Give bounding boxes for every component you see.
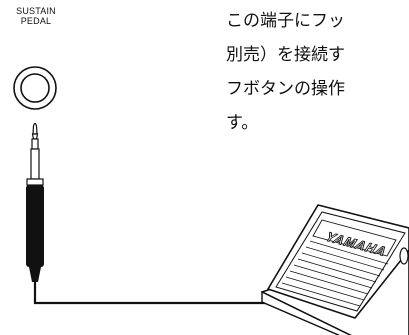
description-line-2: 別売）を接続す bbox=[226, 45, 345, 65]
description-text: この端子にフッ 別売）を接続す フボタンの操作 す。 bbox=[226, 4, 409, 140]
foot-pedal-icon: YAMAHA bbox=[261, 204, 409, 335]
sustain-jack-icon bbox=[13, 66, 57, 110]
sustain-label-line2: PEDAL bbox=[20, 16, 52, 26]
phone-plug-icon bbox=[26, 122, 44, 282]
sustain-pedal-label: SUSTAIN PEDAL bbox=[4, 6, 68, 26]
description-line-4: す。 bbox=[226, 113, 259, 133]
description-line-3: フボタンの操作 bbox=[226, 79, 345, 99]
description-line-1: この端子にフッ bbox=[226, 11, 345, 31]
cable-icon bbox=[33, 282, 268, 305]
sustain-label-line1: SUSTAIN bbox=[16, 6, 56, 16]
